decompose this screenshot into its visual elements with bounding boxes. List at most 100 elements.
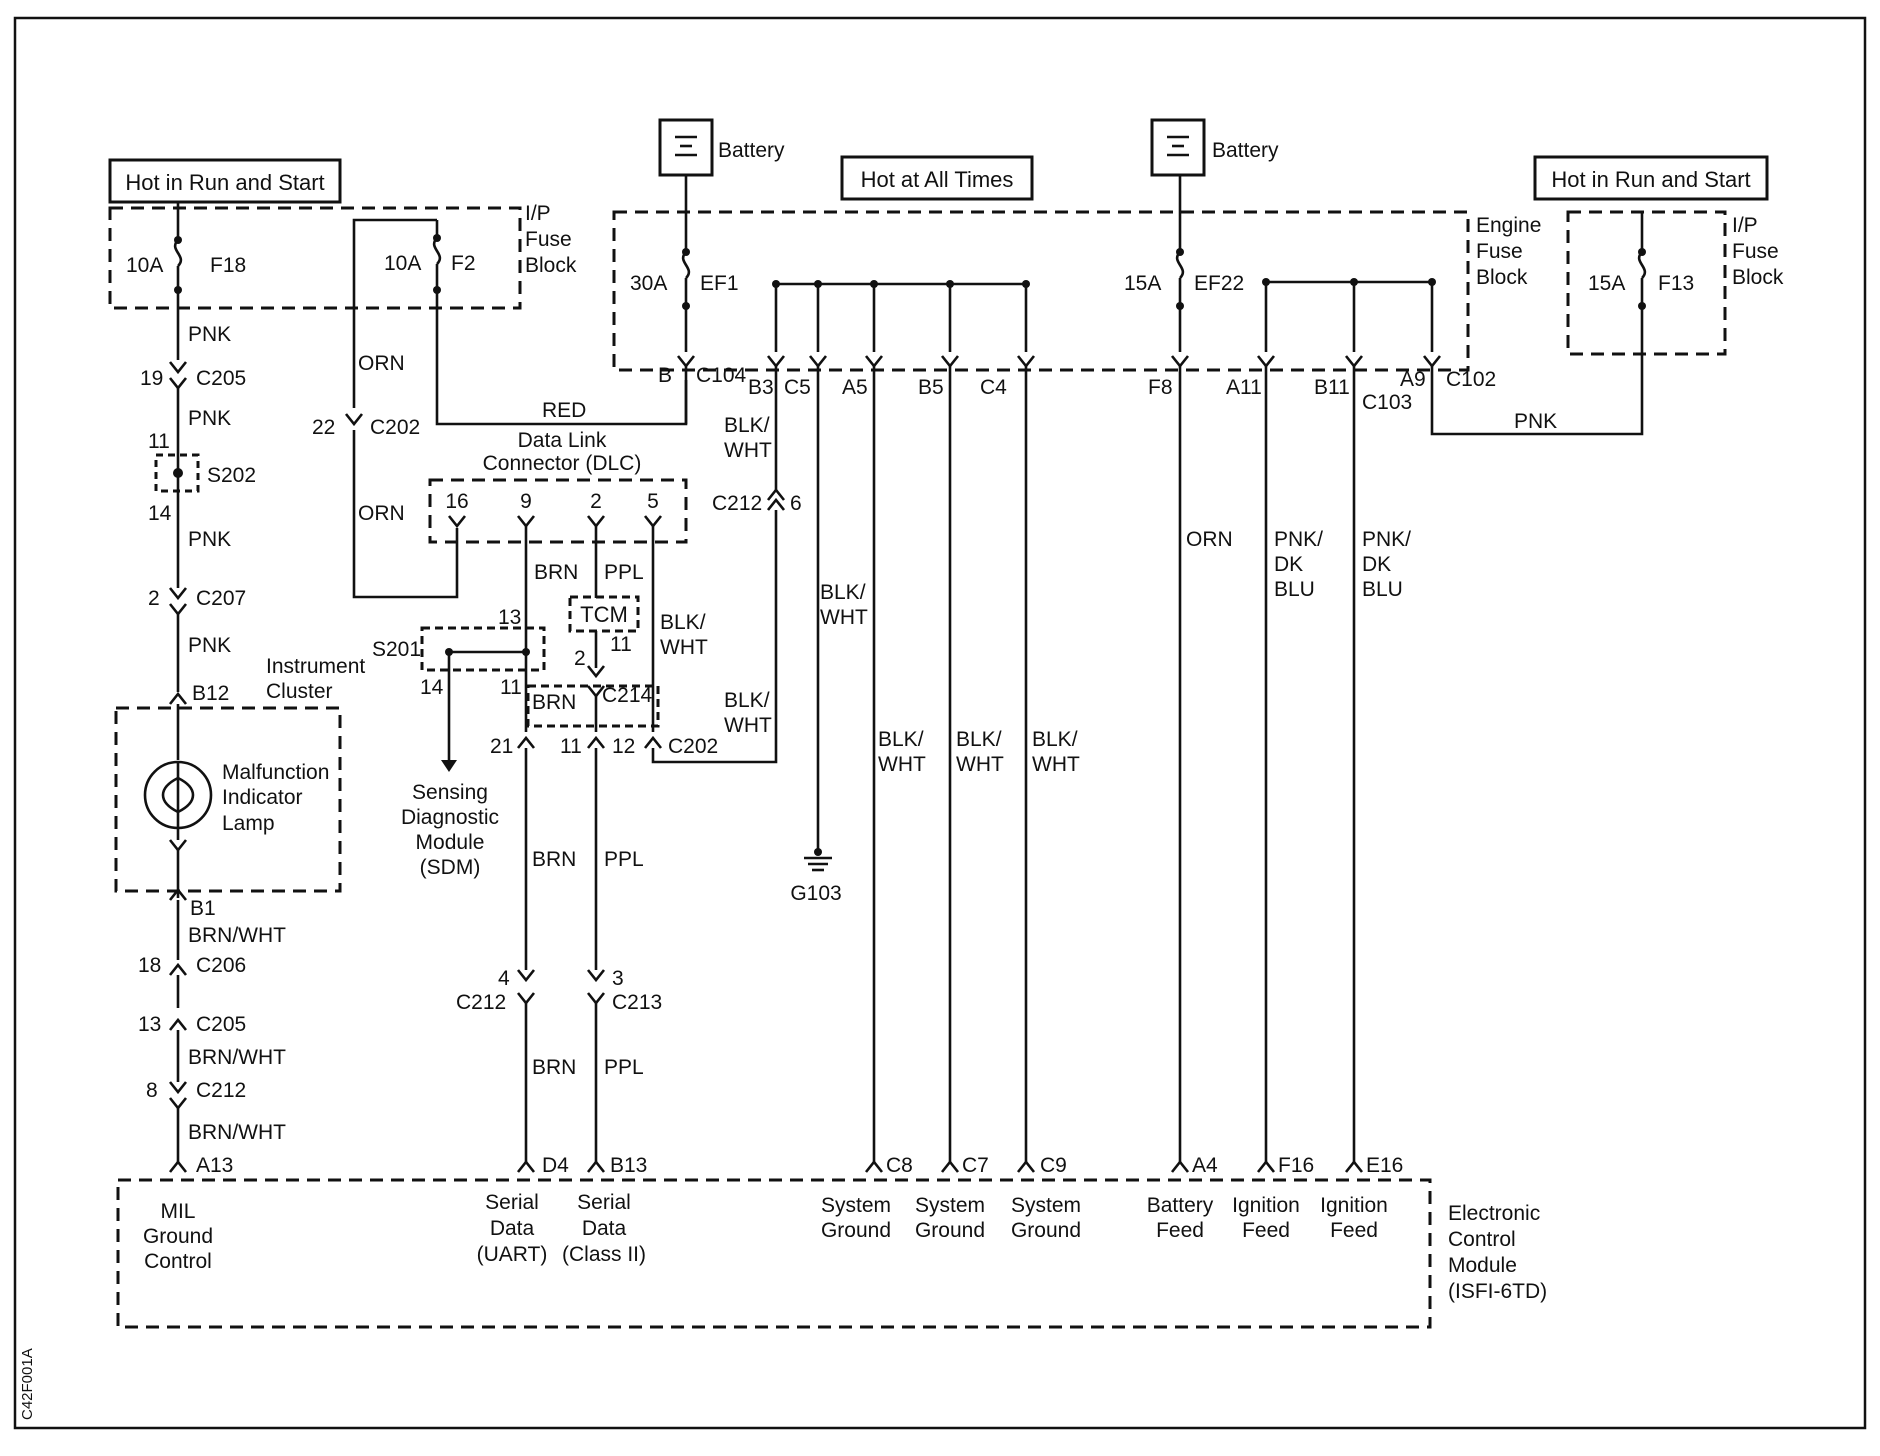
fuse-f2-label: F2 [451,252,476,275]
pin-a5: A5 [842,376,868,399]
ip-fuse-block-right-l2: Fuse [1732,240,1779,263]
ecm-batt-l2: Feed [1156,1219,1204,1242]
ecm-uart-l2: Data [490,1217,535,1240]
pin-b1: B1 [190,897,216,920]
fuse-f2-amp: 10A [384,252,421,275]
pin-21: 21 [490,735,513,758]
pin-14: 14 [148,502,172,525]
conn-c212-brn: C212 [456,991,506,1014]
engine-fuse-block [612,210,1470,372]
pin-a13: A13 [196,1154,233,1177]
fuse-ef22: 15A EF22 [1124,248,1244,310]
fuse-f18-amp: 10A [126,254,163,277]
wire-pnk-2: PNK [188,407,231,430]
wire-ppl-3: PPL [604,1056,644,1079]
pin-8: 8 [146,1079,158,1102]
wire-orn-1: ORN [358,352,405,375]
ground-g103: G103 [790,882,841,905]
battery-label-2: Battery [1212,139,1279,162]
wire-brn-2: BRN [532,691,576,714]
hot-in-run-start-right-label: Hot in Run and Start [1551,167,1750,192]
sdm-l4: (SDM) [420,856,481,879]
pin-12: 12 [612,735,635,758]
pin-3: 3 [612,967,624,990]
engine-fuse-circuits: B C104 B3 C5 A5 B5 C4 F8 A11 B11 C103 A9… [658,175,1644,1173]
instrument-cluster-l1: Instrument [266,655,365,678]
ecm-class2-l1: Serial [577,1191,631,1214]
orn-red-circuit: ORN 22 C202 ORN RED [312,218,688,599]
fuse-ef22-amp: 15A [1124,272,1161,295]
ecm-batt-l1: Battery [1147,1194,1214,1217]
wire-blkwht-dlc-l1: BLK/ [660,611,706,634]
tcm-label: TCM [580,602,628,627]
conn-c212-left: C212 [196,1079,246,1102]
serial-data-circuit: TCM S201 13 14 11 Sensing D [372,487,786,1177]
ecm-class2-l3: (Class II) [562,1243,646,1266]
wire-brn-3: BRN [532,848,576,871]
pin-11-tcm: 11 [610,633,632,656]
conn-c213: C213 [612,991,662,1014]
ecm-name-l1: Electronic [1448,1202,1540,1225]
wire-pnkdkblu-1-l1: PNK/ [1274,528,1323,551]
wire-ppl-2: PPL [604,848,644,871]
conn-c207: C207 [196,587,246,610]
pin-c7: C7 [962,1154,989,1177]
ecm-ign2-l2: Feed [1330,1219,1378,1242]
sdm-l3: Module [416,831,485,854]
wire-pnk-1: PNK [188,323,231,346]
wire-blkwht-c5-l2: WHT [820,606,868,629]
pin-2-tcm: 2 [574,647,586,670]
ecm-mil-l3: Control [144,1250,212,1273]
pin-4: 4 [498,967,510,990]
wire-pnkdkblu-2-l1: PNK/ [1362,528,1411,551]
pin-d4: D4 [542,1154,569,1177]
wire-ppl-1: PPL [604,561,644,584]
ecm-sg3-l1: System [1011,1194,1081,1217]
sdm-l2: Diagnostic [401,806,499,829]
hot-in-run-start-left-box: Hot in Run and Start [108,158,342,204]
pin-2: 2 [148,587,160,610]
wire-blkwht-b3-l2: WHT [724,439,772,462]
wire-blkwht-c5-l1: BLK/ [820,581,866,604]
mil-lamp-l1: Malfunction [222,761,329,784]
dlc-pin-5: 5 [647,490,659,513]
pin-b12: B12 [192,682,229,705]
pin-13: 13 [138,1013,161,1036]
pin-13-s201: 13 [498,606,521,629]
fuse-f13-label: F13 [1658,272,1694,295]
ip-fuse-block-left [108,206,522,310]
dlc-pin-16: 16 [445,490,468,513]
wire-blkwht-b5-l1: BLK/ [956,728,1002,751]
figure-code: C42F001A [19,1348,36,1420]
wire-orn-batt: ORN [1186,528,1233,551]
fuse-ef1-label: EF1 [700,272,739,295]
pin-c4: C4 [980,376,1007,399]
ground-icon [804,848,832,872]
splice-s202: S202 [207,464,256,487]
fuse-f13-amp: 15A [1588,272,1625,295]
hot-in-run-start-left-label: Hot in Run and Start [125,170,324,195]
pin-c8: C8 [886,1154,913,1177]
pin-11-c214: 11 [560,735,582,758]
conn-c205-b: C205 [196,1013,246,1036]
wire-orn-2: ORN [358,502,405,525]
engine-fuse-block-l1: Engine [1476,214,1541,237]
pin-b13: B13 [610,1154,647,1177]
pin-b11: B11 [1314,376,1350,399]
pin-f8: F8 [1148,376,1173,399]
ecm-sg2-l1: System [915,1194,985,1217]
wire-pnk-4: PNK [188,634,231,657]
pin-e16: E16 [1366,1154,1403,1177]
ip-fuse-block-left-l3: Block [525,254,577,277]
pin-b5: B5 [918,376,944,399]
ecm-sg2-l2: Ground [915,1219,985,1242]
conn-c102: C102 [1446,368,1496,391]
ecm-mil-l1: MIL [160,1200,195,1223]
pin-11: 11 [148,430,170,453]
wire-blkwht-b3-l1: BLK/ [724,414,770,437]
ecm-class2-l2: Data [582,1217,627,1240]
pin-a9: A9 [1400,368,1426,391]
conn-c205-a: C205 [196,367,246,390]
instrument-cluster-l2: Cluster [266,680,333,703]
ecm-module: C8 C7 C9 A4 F16 E16 MIL Ground Control S… [116,1154,1547,1329]
